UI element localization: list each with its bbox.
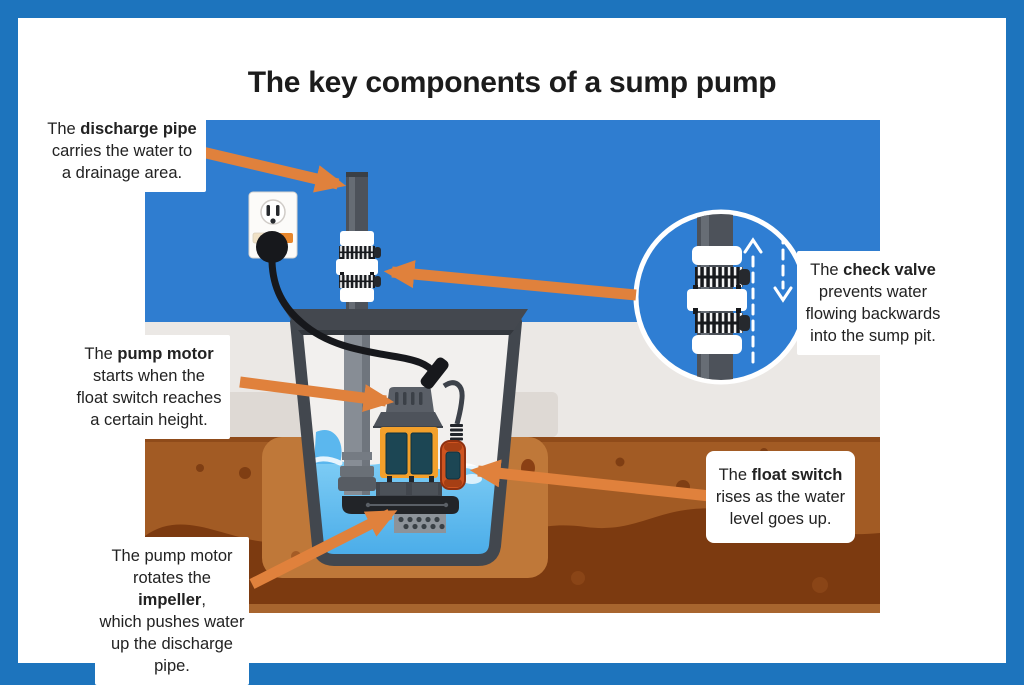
callout-line: a certain height. <box>90 411 208 429</box>
callout-line: The pump motor <box>84 345 214 363</box>
power-cord <box>268 258 449 389</box>
arrow-check-valve <box>383 260 637 301</box>
arrow-impeller <box>249 509 398 589</box>
callout-line: rises as the water <box>715 488 846 506</box>
callout-line: up the discharge <box>110 635 233 653</box>
callout-line: into the sump pit. <box>810 327 936 345</box>
callout-line: which pushes water <box>99 613 245 631</box>
arrow-discharge-pipe <box>196 145 347 193</box>
pump-base <box>342 482 459 514</box>
callout-line: starts when the <box>93 367 205 385</box>
arrow-pump-motor <box>239 376 395 413</box>
sump-pump <box>342 387 459 533</box>
check-valve-magnifier <box>633 209 809 385</box>
callout-line: a drainage area. <box>61 164 183 182</box>
check-valve <box>336 231 381 302</box>
callout-pump-motor: The pump motor starts when the float swi… <box>68 335 230 439</box>
callout-check-valve: The check valve prevents water flowing b… <box>797 251 949 355</box>
flow-direction-arrows <box>743 232 793 364</box>
callout-discharge-pipe: The discharge pipe carries the water to … <box>38 110 206 192</box>
pit-rim <box>284 309 528 335</box>
callout-line: float switch reaches <box>76 389 222 407</box>
arrow-float-switch <box>469 459 711 502</box>
callout-line: The float switch <box>718 466 843 484</box>
callout-line: prevents water <box>818 283 928 301</box>
float-switch <box>440 380 466 490</box>
callout-line: rotates the impeller, <box>133 569 211 609</box>
page-title: The key components of a sump pump <box>247 66 777 99</box>
callout-line: The discharge pipe <box>47 120 197 138</box>
callout-line: level goes up. <box>729 510 832 528</box>
power-plug <box>256 231 288 263</box>
callout-impeller: The pump motor rotates the impeller, whi… <box>95 537 249 685</box>
power-outlet <box>248 191 298 263</box>
callout-float-switch: The float switch rises as the water leve… <box>706 451 855 543</box>
callout-arrows <box>196 145 711 589</box>
callout-line: The pump motor <box>111 547 233 565</box>
callout-line: carries the water to <box>51 142 193 160</box>
callout-line: pipe. <box>154 657 190 675</box>
pump-body <box>380 427 438 483</box>
callout-line: The check valve <box>810 261 936 279</box>
pump-stand-pipe <box>338 330 376 495</box>
impeller-housing <box>394 514 446 533</box>
callout-line: flowing backwards <box>805 305 941 323</box>
